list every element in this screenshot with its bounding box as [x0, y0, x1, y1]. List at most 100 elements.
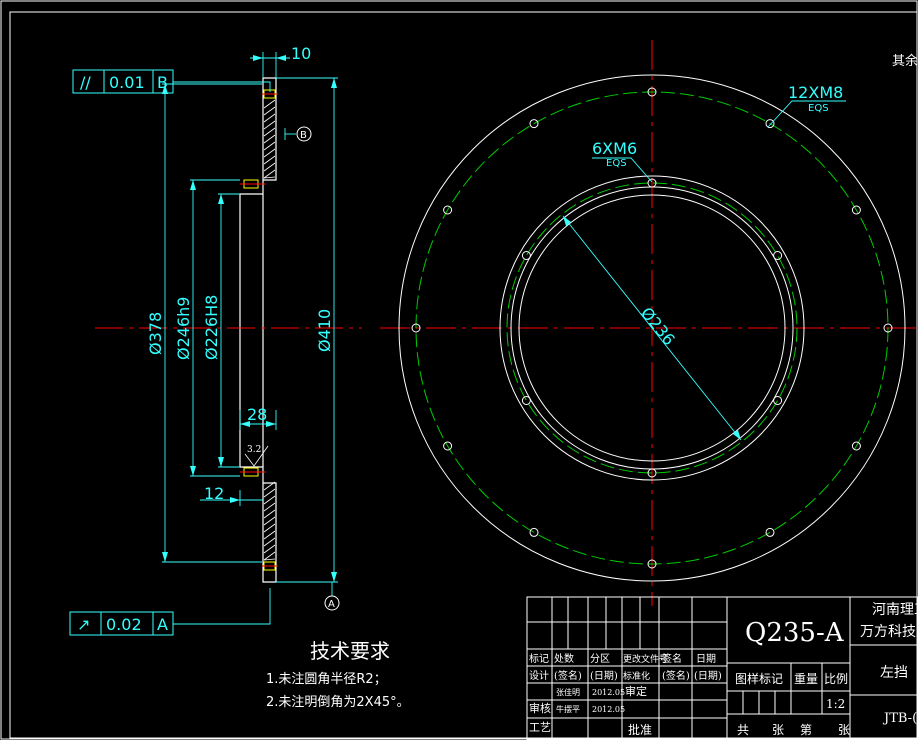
section-view: 10 Ø378 Ø246h9 Ø226H8 Ø410 28 12 3.2 B A…: [69, 44, 362, 636]
roughness-symbol: [244, 445, 269, 467]
hdr-1-2: 处数: [554, 652, 574, 665]
notes-title: 技术要求: [310, 639, 390, 663]
outer-holes-hole: [411, 323, 421, 333]
dim-d378: Ø378: [146, 312, 165, 355]
technical-notes: 技术要求 1.未注圆角半径R2； 2.未注明倒角为2X45°。: [266, 639, 410, 710]
scale-label: 比例: [824, 672, 848, 686]
parallel-value: 0.01: [109, 73, 145, 92]
dim-d236-line: [562, 215, 742, 441]
outer-holes-hole: [529, 527, 539, 537]
sheet-total: 共: [737, 723, 749, 737]
inner-border: [9, 11, 918, 739]
boss-outer: [499, 175, 805, 481]
sheet-unit2: 张: [838, 723, 850, 737]
inner-holes-hole: [521, 251, 531, 260]
outer-holes-hole: [443, 441, 453, 451]
hatch-line: [263, 551, 276, 561]
hatch-line: [263, 162, 276, 172]
front-view: Ø236 12XM8 EQS 6XM6 EQS: [380, 40, 918, 606]
runout-datum: A: [157, 615, 168, 634]
hatch-line: [263, 141, 276, 151]
designer: 张佳明: [556, 687, 580, 697]
approve-label: 批准: [628, 722, 652, 737]
scale-value: 1:2: [826, 697, 845, 711]
inner-holes-hole: [773, 251, 783, 260]
hdr-1-3: 分区: [590, 653, 610, 665]
dim-12: 12: [204, 484, 224, 503]
inner-holes-hole: [773, 396, 783, 405]
hatch-line: [263, 120, 276, 130]
sheet-unit: 张: [772, 723, 784, 737]
part-name: 左挡: [880, 665, 908, 681]
outer-holes: [411, 87, 893, 569]
tolerance-frame-runout: ↗ 0.02 A: [69, 611, 174, 636]
inner-holes-hole: [521, 396, 531, 405]
section-hatch: [263, 99, 276, 561]
inner-hole-label: 6XM6: [592, 139, 637, 158]
outer-holes-hole: [883, 323, 893, 333]
hatch-line: [263, 488, 276, 498]
hatch-line: [263, 523, 276, 533]
hole-marks: [240, 89, 278, 571]
approve2-label: 审定: [625, 684, 647, 698]
outer-hole-leader: [767, 100, 846, 128]
hatch-line: [263, 537, 276, 547]
outer-holes-hole: [765, 119, 775, 129]
dim-28: 28: [247, 405, 267, 424]
note-2: 2.未注明倒角为2X45°。: [266, 695, 410, 710]
inner-hole-sub: EQS: [606, 158, 627, 169]
hatch-line: [263, 544, 276, 554]
parallel-datum: B: [157, 73, 168, 92]
inner-hole-leader: [592, 157, 653, 183]
hdr-1-4: 更改文件号: [623, 653, 668, 665]
hatch-line: [263, 495, 276, 505]
sheet-no: 第: [800, 723, 812, 737]
hdr-2-6: (日期): [694, 670, 722, 682]
hatch-line: [263, 509, 276, 519]
outer-holes-hole: [443, 205, 453, 215]
datum-b-circle: [296, 126, 312, 142]
dim-d226h8: Ø226H8: [202, 295, 221, 360]
hdr-2-3: (日期): [590, 670, 618, 682]
hatch-line: [263, 113, 276, 123]
hatch-line: [263, 148, 276, 158]
hatch-line: [263, 481, 276, 491]
hdr-2-5: (签名): [662, 669, 690, 682]
corner-note: 其余: [892, 53, 918, 69]
hatch-line: [263, 176, 276, 179]
datum-b-label: B: [300, 130, 307, 141]
dim-d410: Ø410: [315, 309, 334, 352]
outer-holes-hole: [765, 527, 775, 537]
outer-hole-sub: EQS: [808, 103, 829, 114]
title-block: [526, 596, 918, 740]
bore: [518, 194, 786, 462]
roughness-value: 3.2: [247, 445, 261, 455]
dimension-arrows: [162, 55, 337, 582]
d236-arrow-1: [563, 216, 571, 226]
hatch-line: [263, 502, 276, 512]
review-date: 2012.05: [592, 705, 625, 714]
hdr-2-1: 设计: [529, 669, 549, 682]
dim-d236: Ø236: [637, 304, 679, 349]
hdr-2-4: 标准化: [623, 670, 650, 682]
process-label: 工艺: [529, 721, 551, 734]
hatch-line: [263, 558, 276, 561]
hdr-1-5: 签名: [662, 652, 682, 665]
hatch-line: [263, 134, 276, 144]
institute-line1: 河南理工: [872, 602, 918, 618]
outer-holes-hole: [529, 119, 539, 129]
datum-a-circle: [324, 595, 340, 611]
tolerance-frame-parallel: // 0.01 B: [72, 69, 174, 94]
hdr-2-2: (签名): [554, 669, 582, 682]
hdr-1-6: 日期: [696, 653, 716, 665]
hatch-line: [263, 155, 276, 165]
title-block-text: Q235-A 河南理工 万方科技 左挡 JTB-( 1:2 图样标记 重量 比例…: [529, 602, 918, 737]
outer-holes-hole: [851, 441, 861, 451]
outer-holes-hole: [851, 205, 861, 215]
stage-label: 图样标记: [735, 671, 783, 686]
inner-holes: [521, 178, 783, 478]
weight-label: 重量: [794, 672, 818, 686]
institute-line2: 万方科技: [860, 624, 916, 640]
dim-d246h9: Ø246h9: [174, 297, 193, 360]
